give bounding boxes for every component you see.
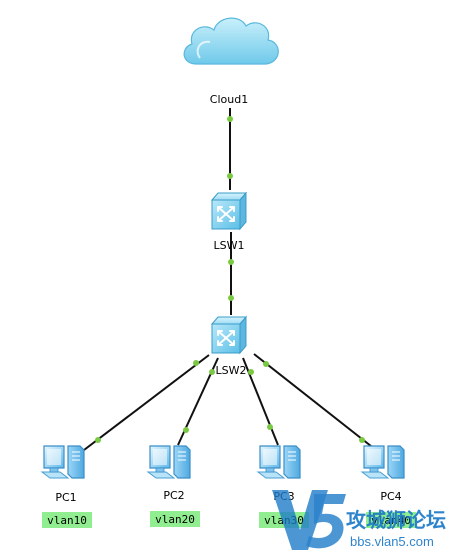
node-lsw1[interactable]: LSW1 — [211, 192, 247, 252]
pc-icon — [361, 445, 405, 479]
switch-icon — [211, 192, 247, 230]
link-lsw2-pc4[interactable] — [253, 353, 377, 451]
links-layer — [83, 108, 377, 451]
vlan-label-pc4: vlan40 — [371, 514, 411, 527]
vlan-label-pc2: vlan20 — [155, 513, 195, 526]
port-dot — [228, 295, 234, 301]
pc-icon — [147, 445, 191, 479]
port-dots-layer — [95, 116, 365, 443]
node-label-cloud1: Cloud1 — [210, 93, 248, 106]
node-label-pc2: PC2 — [163, 489, 184, 502]
port-dot — [209, 369, 215, 375]
cloud-icon — [183, 17, 279, 65]
port-dot — [267, 424, 273, 430]
watermark: 攻城狮论坛 bbs.vlan5.com — [272, 490, 446, 550]
vlan-badge-pc4 — [366, 512, 416, 528]
port-dot — [248, 369, 254, 375]
vlan-badge-pc2 — [150, 511, 200, 527]
port-dot — [263, 361, 269, 367]
node-label-pc1: PC1 — [55, 491, 76, 504]
watermark-url: bbs.vlan5.com — [350, 534, 434, 549]
port-dot — [227, 116, 233, 122]
node-pc1[interactable]: PC1 vlan10 — [41, 445, 92, 528]
port-dot — [359, 437, 365, 443]
port-dot — [228, 259, 234, 265]
port-dot — [183, 427, 189, 433]
pc-icon — [257, 445, 301, 479]
node-cloud1[interactable]: Cloud1 — [183, 17, 279, 106]
port-dot — [227, 173, 233, 179]
node-label-lsw1: LSW1 — [214, 239, 245, 252]
vlan-label-pc1: vlan10 — [47, 514, 87, 527]
watermark-title: 攻城狮论坛 — [346, 508, 446, 532]
port-dot — [95, 437, 101, 443]
node-label-pc4: PC4 — [380, 490, 401, 503]
watermark-logo-mark — [272, 490, 346, 550]
node-pc4[interactable]: PC4 vlan40 — [361, 445, 416, 528]
pc-icon — [41, 445, 85, 479]
node-label-lsw2: LSW2 — [216, 364, 247, 377]
link-lsw2-pc1[interactable] — [83, 354, 210, 451]
vlan-badge-pc1 — [42, 512, 92, 528]
port-dot — [193, 360, 199, 366]
node-lsw2[interactable]: LSW2 — [211, 316, 247, 377]
switch-icon — [211, 316, 247, 354]
node-pc2[interactable]: PC2 vlan20 — [147, 445, 200, 527]
